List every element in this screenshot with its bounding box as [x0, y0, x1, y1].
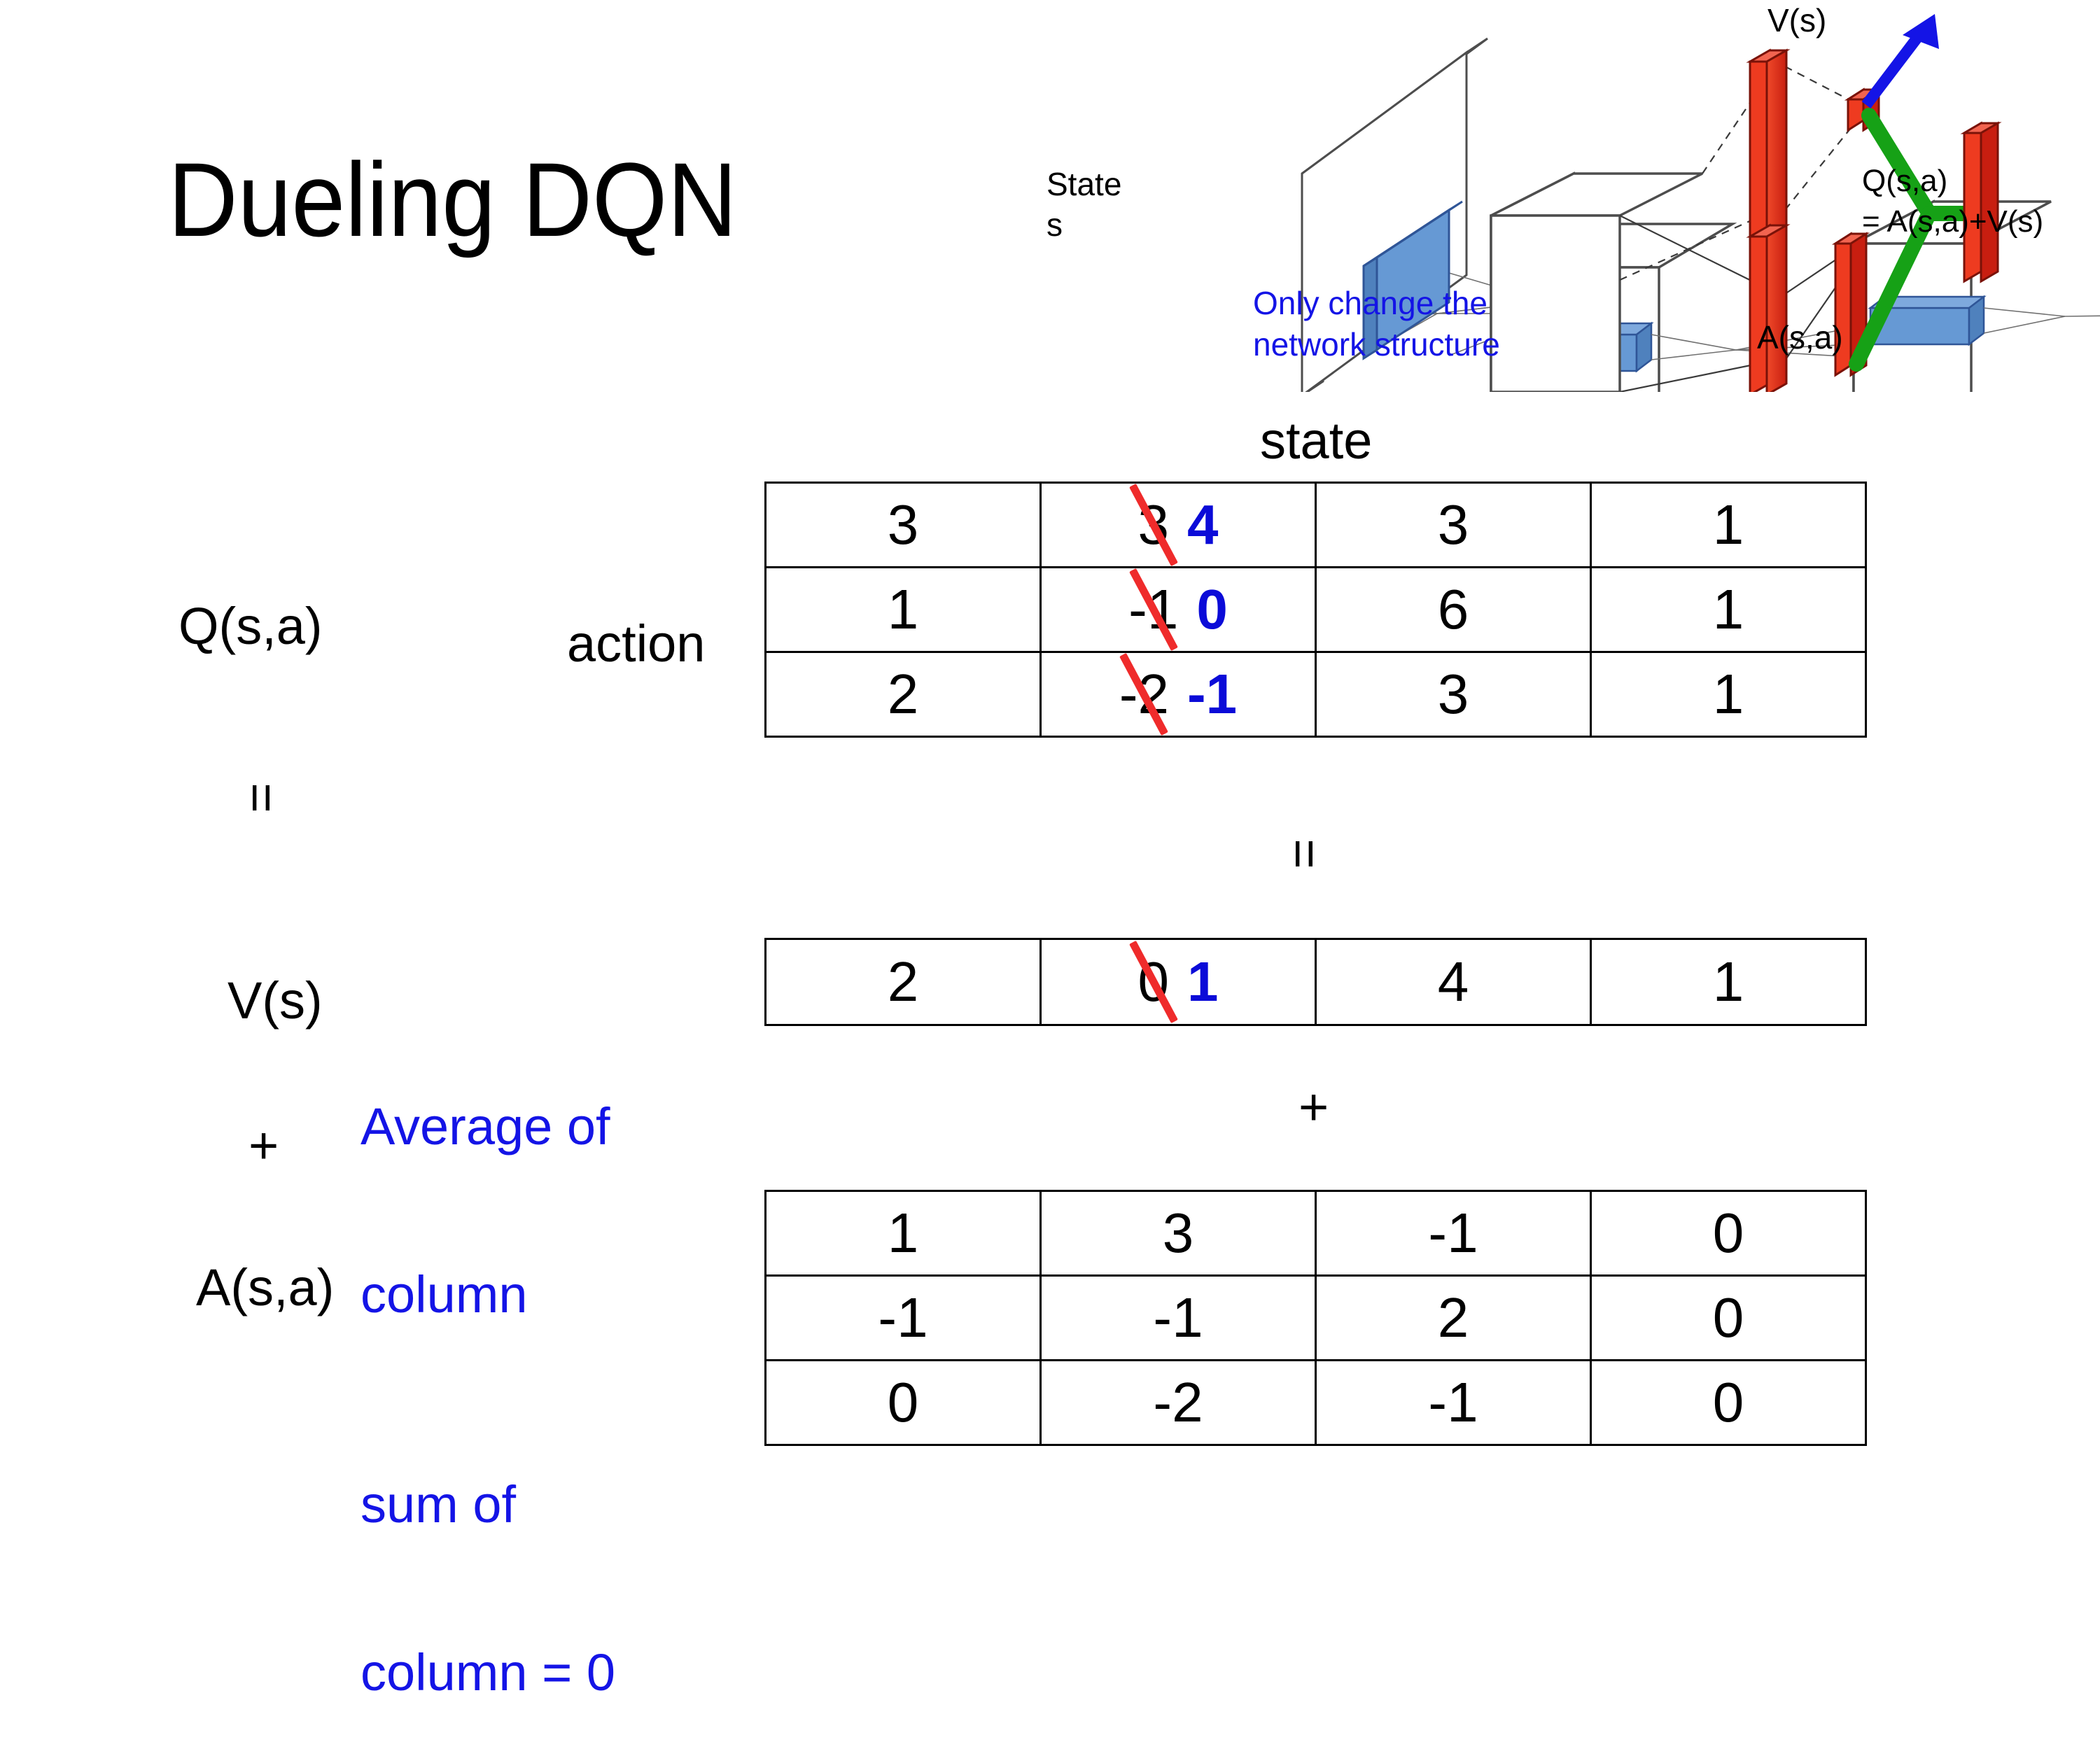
v-matrix: 2 0 1 4 1 [764, 938, 1867, 1026]
diagram-qsa-label-line1: Q(s,a) [1862, 164, 1948, 198]
q-cell-r1c1-old: -1 [1128, 578, 1179, 640]
a-cell-r2c1[interactable]: -2 [1040, 1359, 1317, 1446]
q-cell-r0c1[interactable]: 3 4 [1040, 482, 1317, 568]
equals-sign-center: = [1275, 838, 1334, 865]
v-cell-c1[interactable]: 0 1 [1040, 938, 1317, 1026]
advantage-stream-connections [1619, 215, 1850, 393]
diagram-note: Only change the network structure [1253, 283, 1500, 365]
table-row: -1 -1 2 0 [764, 1274, 1867, 1361]
plus-sign-left: + [248, 1116, 279, 1174]
v-cell-c1-old: 0 [1138, 950, 1170, 1013]
q-cell-r2c3[interactable]: 1 [1590, 651, 1867, 738]
q-cell-r0c1-new: 4 [1187, 493, 1219, 556]
q-cell-r1c3[interactable]: 1 [1590, 566, 1867, 653]
dueling-network-diagram-head [1456, 0, 2100, 397]
table-row: 1 3 -1 0 [764, 1190, 1867, 1277]
diagram-state-label-line2: s [1046, 206, 1063, 243]
q-cell-r0c1-old: 3 [1138, 493, 1170, 556]
v-matrix-label: V(s) [227, 971, 323, 1030]
a-matrix: 1 3 -1 0 -1 -1 2 0 0 -2 -1 0 [764, 1190, 1867, 1446]
diagram-state-label: State s [1046, 164, 1121, 245]
a-cell-r0c0[interactable]: 1 [764, 1190, 1042, 1277]
a-cell-r1c2[interactable]: 2 [1315, 1274, 1592, 1361]
input-plane-icon [1301, 37, 1488, 392]
v-cell-c1-new: 1 [1187, 950, 1219, 1013]
a-note-line1: sum of [360, 1475, 517, 1533]
q-cell-r2c2[interactable]: 3 [1315, 651, 1592, 738]
v-note-line2: column [360, 1265, 528, 1323]
v-note: Average of column [360, 987, 610, 1378]
q-cell-r1c1-new: 0 [1196, 578, 1228, 640]
equals-sign-left: = [232, 782, 291, 809]
page-title: Dueling DQN [168, 141, 737, 258]
v-output-arrow-icon [1861, 14, 1939, 108]
a-cell-r0c3[interactable]: 0 [1590, 1190, 1867, 1277]
q-matrix-label: Q(s,a) [178, 597, 323, 655]
a-cell-r1c3[interactable]: 0 [1590, 1274, 1867, 1361]
table-row: 2 0 1 4 1 [764, 938, 1867, 1026]
q-cell-r2c1-new: -1 [1187, 663, 1238, 725]
a-cell-r1c1[interactable]: -1 [1040, 1274, 1317, 1361]
q-cell-r2c1-old: -2 [1119, 663, 1169, 725]
q-cell-r2c0[interactable]: 2 [764, 651, 1042, 738]
state-axis-label: state [1260, 412, 1373, 470]
q-output-bar-icon [1960, 121, 2002, 283]
table-row: 0 -2 -1 0 [764, 1359, 1867, 1446]
v-cell-c2[interactable]: 4 [1315, 938, 1592, 1026]
diagram-note-line1: Only change the [1253, 285, 1488, 321]
q-cell-r0c0[interactable]: 3 [764, 482, 1042, 568]
table-row: 1 -1 0 6 1 [764, 566, 1867, 653]
q-matrix: 3 3 4 3 1 1 -1 0 6 1 2 [764, 482, 1867, 738]
q-cell-r1c2[interactable]: 6 [1315, 566, 1592, 653]
a-matrix-label: A(s,a) [196, 1258, 335, 1316]
diagram-qsa-label-line2: = A(s,a)+V(s) [1862, 204, 2044, 239]
a-cell-r2c2[interactable]: -1 [1315, 1359, 1592, 1446]
a-note-line2: column = 0 [360, 1643, 616, 1701]
action-axis-label: action [567, 614, 706, 673]
table-row: 2 -2 -1 3 1 [764, 651, 1867, 738]
diagram-qsa-label: Q(s,a) = A(s,a)+V(s) [1862, 161, 2043, 242]
q-cell-r1c1[interactable]: -1 0 [1040, 566, 1317, 653]
a-cell-r2c3[interactable]: 0 [1590, 1359, 1867, 1446]
q-cell-r2c1[interactable]: -2 -1 [1040, 651, 1317, 738]
a-cell-r1c0[interactable]: -1 [764, 1274, 1042, 1361]
a-cell-r0c2[interactable]: -1 [1315, 1190, 1592, 1277]
v-cell-c3[interactable]: 1 [1590, 938, 1867, 1026]
diagram-note-line2: network structure [1253, 325, 1500, 363]
value-stream-connections [1619, 66, 1860, 281]
advantage-hidden-bar-icon [1746, 223, 1791, 397]
diagram-vs-label: V(s) [1768, 2, 1827, 38]
a-note: sum of column = 0 [360, 1365, 615, 1756]
input-receptive-field-icon [1362, 200, 1463, 360]
v-note-line1: Average of [360, 1097, 610, 1156]
diagram-state-label-line1: State [1046, 166, 1122, 202]
fc-block-icon [1490, 171, 1703, 394]
q-cell-r1c0[interactable]: 1 [764, 566, 1042, 653]
table-row: 3 3 4 3 1 [764, 482, 1867, 568]
a-cell-r2c0[interactable]: 0 [764, 1359, 1042, 1446]
plus-sign-center: + [1298, 1078, 1329, 1136]
v-cell-c0[interactable]: 2 [764, 938, 1042, 1026]
value-hidden-bar-icon [1746, 48, 1791, 251]
a-cell-r0c1[interactable]: 3 [1040, 1190, 1317, 1277]
q-cell-r0c3[interactable]: 1 [1590, 482, 1867, 568]
diagram-asa-label: A(s,a) [1757, 319, 1843, 356]
q-cell-r0c2[interactable]: 3 [1315, 482, 1592, 568]
